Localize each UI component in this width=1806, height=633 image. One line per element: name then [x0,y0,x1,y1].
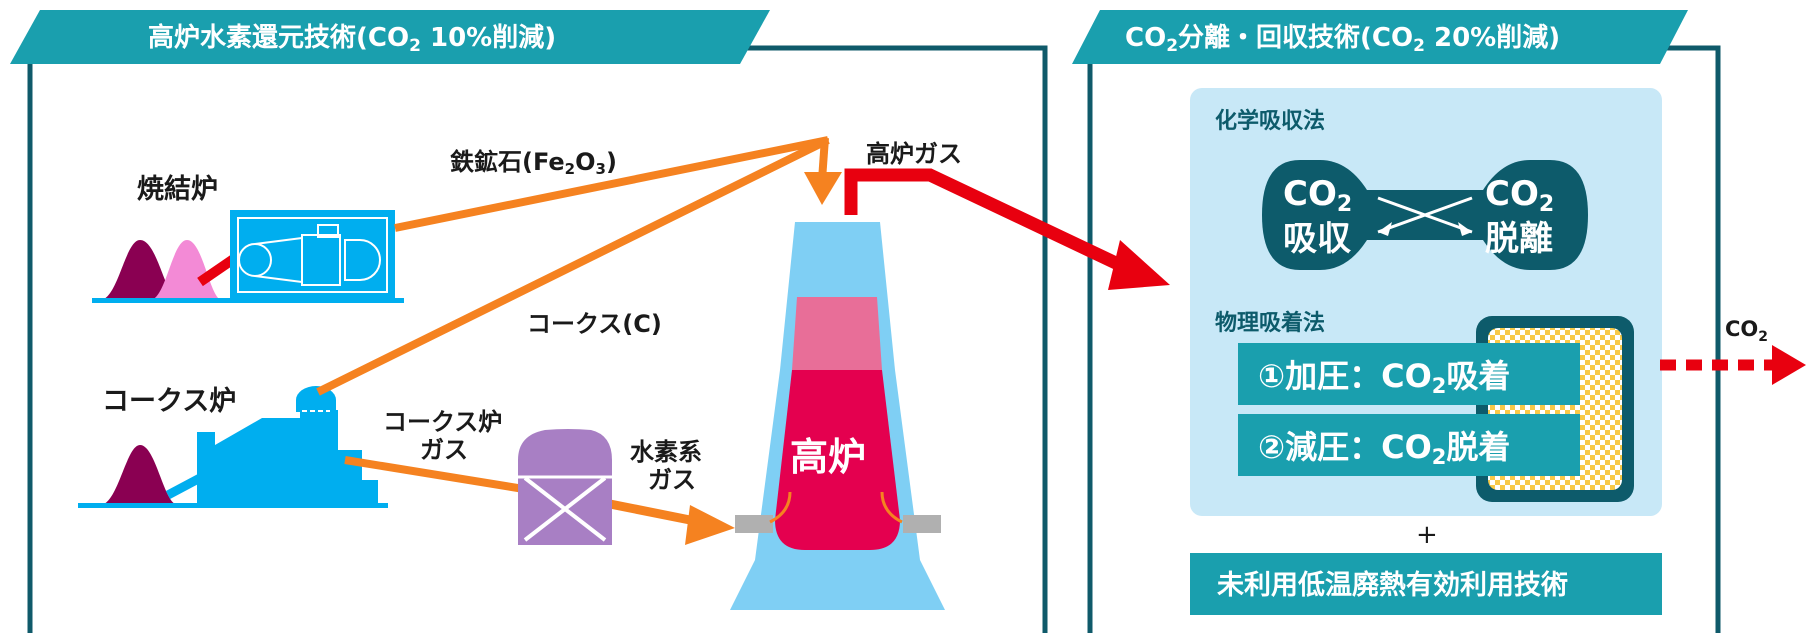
flame-right [880,491,903,524]
co2-output-label: CO2 [1725,317,1768,345]
hydrogen-gas-label-2: ガス [648,466,696,494]
sinter-belt-top [254,237,303,245]
coke-label: コークス(C) [527,310,662,338]
blast-furnace-gas-arrowhead [1108,240,1170,290]
co2-output-arrowhead [1772,345,1806,385]
sinter-base-line [92,298,404,303]
blast-furnace-charge [792,297,882,370]
hydrogen-tank [518,429,612,545]
coke-oven-label: コークス炉 [102,386,236,417]
co2-desorb-text-2: 脱離 [1485,219,1553,259]
coke-connector [165,474,203,499]
step2-text: ②減圧：CO2脱着 [1258,428,1510,469]
hydrogen-gas-arrowhead [685,505,735,545]
waste-heat-box [1190,553,1662,615]
sinter-fan [344,239,381,281]
step1-box [1238,343,1580,405]
sinter-machine-inner [237,217,388,293]
blast-furnace-melt [775,370,900,550]
hydrogen-gas-label-1: 水素系 [630,438,702,466]
co2-desorb-bubble [1475,160,1588,270]
left-panel-title: 高炉水素還元技術(CO2 10%削減) [148,22,556,56]
plus-sign: + [1416,520,1438,550]
tuyere-left [735,515,773,533]
tuyere-right [903,515,941,533]
sinter-connector [197,253,238,287]
hydrogen-gas-arrow-shaft [599,497,701,527]
blast-furnace-gas-pipe [844,168,1123,271]
coke-oven-body [197,410,378,505]
co2-absorb-bubble [1262,160,1375,270]
blast-furnace-label: 高炉 [790,435,866,479]
co2-absorb-text-1: CO2 [1283,174,1352,217]
exchange-head-1 [1458,222,1472,236]
sinter-belt-bot [254,275,303,283]
coke-oven-gas-label-2: ガス [420,436,468,464]
waste-heat-label: 未利用低温廃熱有効利用技術 [1217,569,1568,601]
step1-text: ①加圧：CO2吸着 [1258,357,1510,398]
coke-oven-gas-arrow [344,456,531,494]
sinter-furnace-label: 焼結炉 [137,173,218,205]
coke-arrow [316,136,830,396]
sinter-machine [230,210,395,300]
coke-hill-dark [100,445,178,505]
exchange-head-2 [1378,222,1392,236]
iron-ore-arrow [394,136,829,232]
co2-desorb-text-1: CO2 [1485,174,1554,217]
tank-cross-2 [523,476,607,542]
step2-box [1238,414,1580,476]
iron-ore-label: 鉄鉱石(Fe2O3) [450,148,617,178]
sinter-hill-dark [100,240,180,300]
sinter-block [301,234,341,286]
right-panel-title: CO2分離・回収技術(CO2 20%削減) [1125,22,1560,56]
blast-furnace-gas-label: 高炉ガス [866,140,962,168]
exchange-arrow-2 [1377,196,1473,234]
physical-adsorption-label: 物理吸着法 [1215,310,1325,336]
flame-left [769,491,792,524]
right-panel-header [1072,10,1688,64]
coke-base-line [78,503,388,508]
co2-absorb-text-2: 吸収 [1283,219,1351,259]
chemical-absorption-label: 化学吸収法 [1215,108,1325,134]
sinter-block-top [317,224,339,238]
left-panel-header [10,10,770,64]
coke-oven-gas-label-1: コークス炉 [383,408,502,436]
charge-down-arrowhead [804,172,842,205]
